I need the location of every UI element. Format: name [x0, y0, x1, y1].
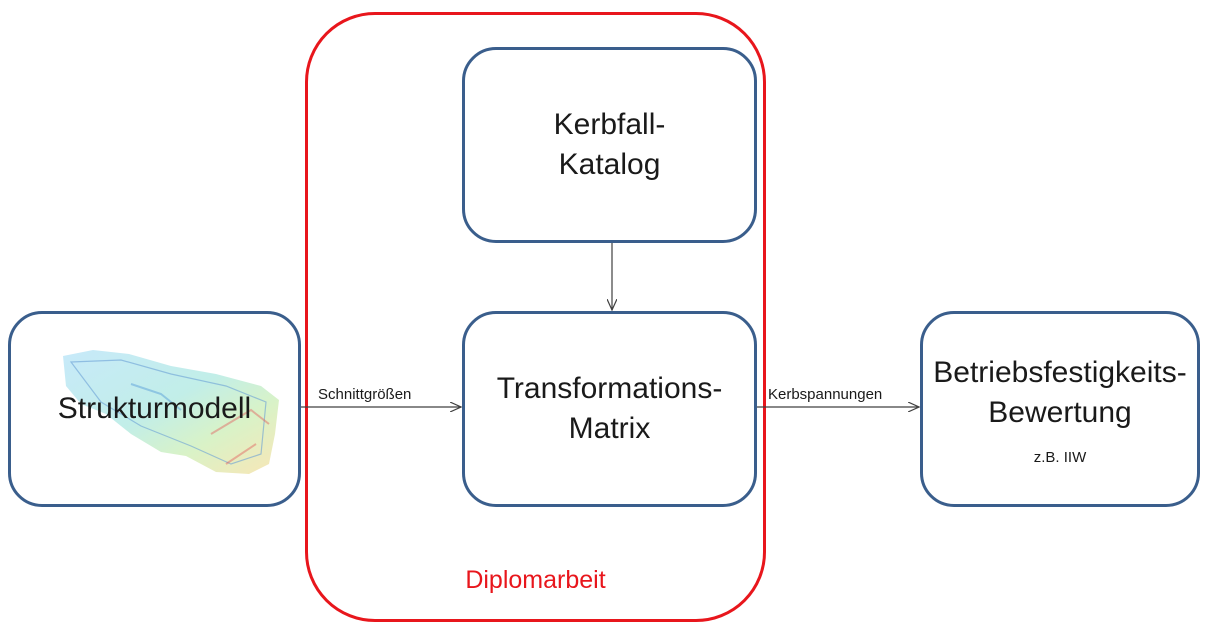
- kerbspannungen-label: Kerbspannungen: [768, 386, 883, 403]
- transformations-matrix-box: Transformations- Matrix: [462, 311, 757, 507]
- strukturmodell-box: Strukturmodell: [8, 311, 301, 507]
- transformations-matrix-label: Transformations- Matrix: [496, 372, 723, 445]
- diplomarbeit-label: Diplomarbeit: [465, 566, 606, 594]
- betriebsfestigkeits-bewertung-box: Betriebsfestigkeits- Bewertung z.B. IIW: [920, 311, 1200, 507]
- iiw-note: z.B. IIW: [1033, 448, 1087, 466]
- connector-layer: [301, 243, 1209, 601]
- kerbfall-katalog-label: Kerbfall- Katalog: [553, 108, 666, 181]
- fe-model-image: [63, 350, 279, 474]
- strukturmodell-label: Strukturmodell: [57, 392, 252, 425]
- kerbfall-katalog-box: Kerbfall- Katalog: [462, 47, 757, 243]
- betriebsfestigkeits-bewertung-label: Betriebsfestigkeits- Bewertung: [933, 355, 1187, 429]
- schnittgroessen-label: Schnittgrößen: [318, 386, 412, 403]
